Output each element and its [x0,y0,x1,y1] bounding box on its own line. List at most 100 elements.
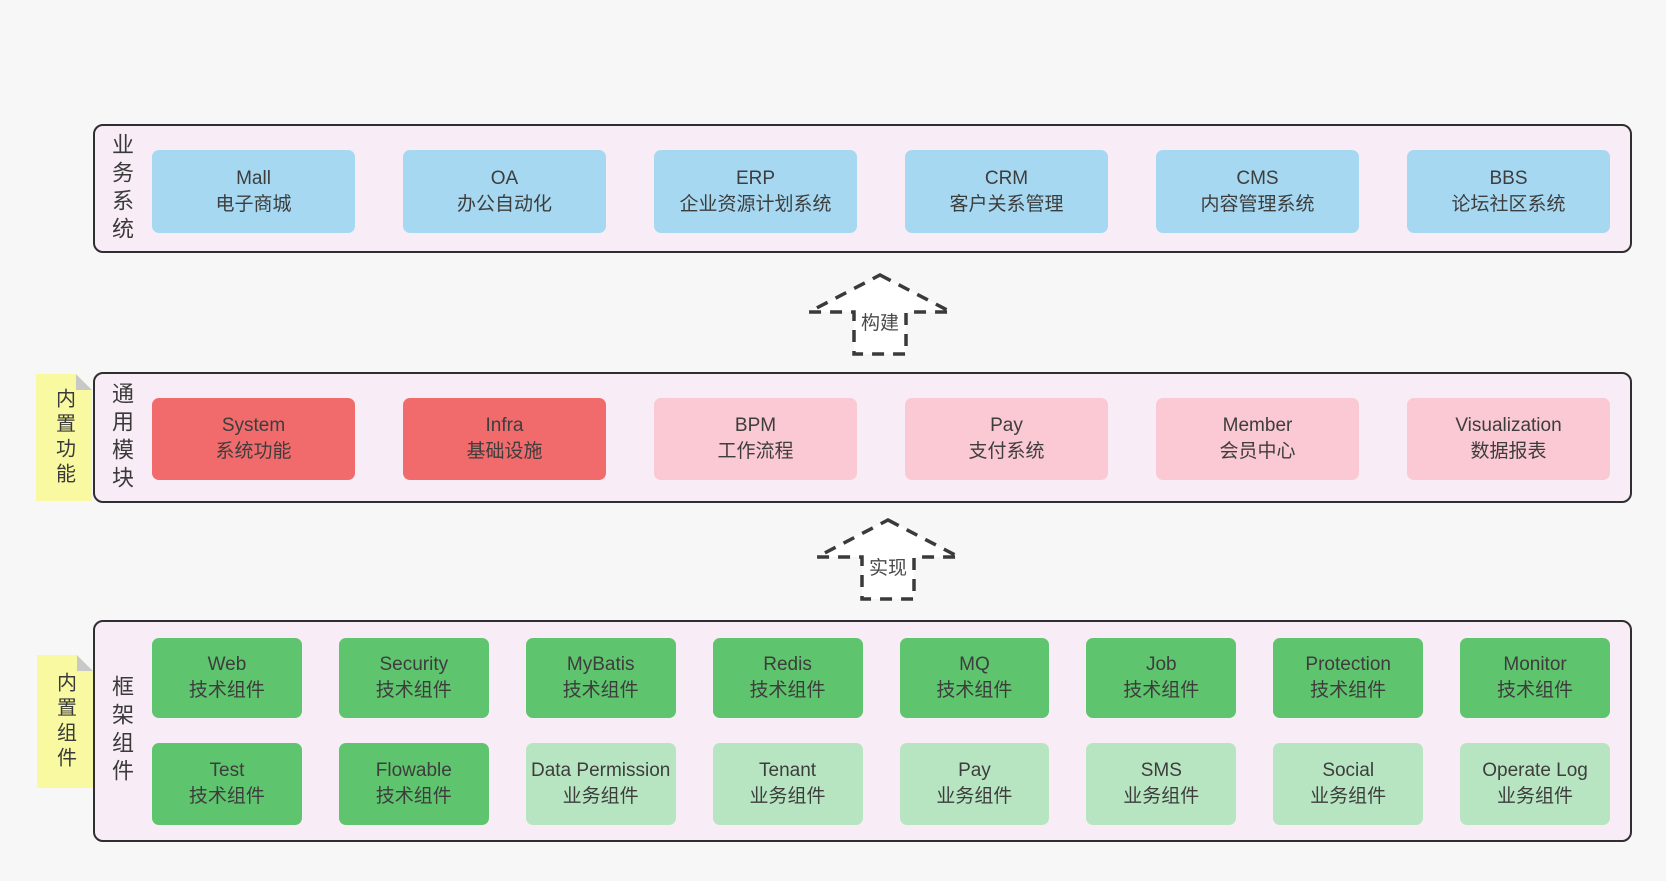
dashed-up-arrow-implement-icon: 实现 [816,518,960,601]
sticky-note-built-in-components: 内置组件 [37,655,93,788]
box-subtitle: 工作流程 [717,441,794,462]
box-title: Operate Log [1482,760,1588,782]
dashed-up-arrow-build-icon: 构建 [808,273,952,356]
box-job: Job 技术组件 [1086,638,1237,718]
box-subtitle: 技术组件 [188,786,265,807]
box-subtitle: 技术组件 [1310,680,1387,701]
box-monitor: Monitor 技术组件 [1460,638,1610,718]
box-subtitle: 业务组件 [1310,786,1387,807]
box-title: MyBatis [566,654,635,676]
box-subtitle: 技术组件 [375,786,452,807]
box-title: System [221,415,286,437]
sticky-label: 内置功能 [52,387,75,488]
band-business-systems: 业务系统 Mall 电子商城 OA 办公自动化 ERP 企业资源计划系统 CRM… [93,124,1632,253]
sticky-fold-icon [77,655,93,671]
arrow-implement-label: 实现 [869,557,907,579]
box-protection: Protection 技术组件 [1273,638,1424,718]
box-subtitle: 业务组件 [562,786,639,807]
box-title: Member [1222,415,1293,437]
box-mq: MQ 技术组件 [899,638,1050,718]
modules-box-row: System 系统功能 Infra 基础设施 BPM 工作流程 Pay 支付系统… [152,398,1610,480]
business-box-row: Mall 电子商城 OA 办公自动化 ERP 企业资源计划系统 CRM 客户关系… [152,150,1610,233]
components-box-row-2: Test 技术组件 Flowable 技术组件 Data Permission … [152,743,1610,825]
box-system: System 系统功能 [152,398,355,480]
box-title: BBS [1489,167,1528,189]
box-title: Protection [1305,654,1391,676]
box-oa: OA 办公自动化 [403,150,606,233]
box-subtitle: 企业资源计划系统 [679,193,832,215]
box-title: Tenant [759,760,817,782]
box-title: OA [490,167,519,189]
box-visualization: Visualization 数据报表 [1407,398,1610,480]
band-modules-label: 通用模块 [109,381,134,494]
components-box-row-1: Web 技术组件 Security 技术组件 MyBatis 技术组件 Redi… [152,638,1610,718]
box-bbs: BBS 论坛社区系统 [1407,150,1610,233]
box-title: SMS [1140,760,1182,782]
box-title: Test [209,760,245,782]
band-common-modules: 通用模块 System 系统功能 Infra 基础设施 BPM 工作流程 Pay… [93,372,1632,503]
box-subtitle: 论坛社区系统 [1451,193,1566,215]
box-subtitle: 技术组件 [1123,680,1200,701]
box-infra: Infra 基础设施 [403,398,606,480]
box-data-permission: Data Permission 业务组件 [525,743,676,825]
box-bpm: BPM 工作流程 [654,398,857,480]
sticky-note-built-in-features: 内置功能 [36,374,92,501]
box-test: Test 技术组件 [152,743,302,825]
sticky-label: 内置组件 [53,671,76,772]
box-operate-log: Operate Log 业务组件 [1460,743,1610,825]
box-title: Redis [763,654,812,676]
box-subtitle: 技术组件 [936,680,1013,701]
box-flowable: Flowable 技术组件 [338,743,489,825]
box-title: MQ [959,654,990,676]
box-title: Job [1145,654,1177,676]
box-subtitle: 客户关系管理 [949,193,1064,215]
box-subtitle: 业务组件 [936,786,1013,807]
box-tenant: Tenant 业务组件 [712,743,863,825]
box-subtitle: 技术组件 [749,680,826,701]
box-subtitle: 基础设施 [466,441,543,462]
sticky-fold-icon [76,374,92,390]
box-cms: CMS 内容管理系统 [1156,150,1359,233]
band-business-label: 业务系统 [109,132,134,245]
box-subtitle: 技术组件 [375,680,452,701]
box-sms: SMS 业务组件 [1086,743,1237,825]
box-mall: Mall 电子商城 [152,150,355,233]
box-title: Web [207,654,247,676]
box-social: Social 业务组件 [1273,743,1424,825]
box-title: Visualization [1455,415,1562,437]
box-title: Mall [236,167,271,189]
box-redis: Redis 技术组件 [712,638,863,718]
box-member: Member 会员中心 [1156,398,1359,480]
box-subtitle: 内容管理系统 [1200,193,1315,215]
box-web: Web 技术组件 [152,638,302,718]
box-crm: CRM 客户关系管理 [905,150,1108,233]
box-title: Pay [958,760,991,782]
box-title: Infra [485,415,524,437]
box-title: BPM [734,415,777,437]
box-subtitle: 电子商城 [215,193,292,215]
box-title: Flowable [375,760,452,782]
box-title: Pay [990,415,1023,437]
box-title: CMS [1236,167,1279,189]
box-title: Monitor [1503,654,1567,676]
box-subtitle: 技术组件 [1497,680,1574,701]
box-title: CRM [984,167,1029,189]
box-subtitle: 数据报表 [1470,441,1547,462]
box-pay-system: Pay 支付系统 [905,398,1108,480]
box-subtitle: 技术组件 [562,680,639,701]
box-subtitle: 技术组件 [188,680,265,701]
box-title: Security [379,654,449,676]
box-security: Security 技术组件 [338,638,489,718]
band-components-label: 框架组件 [109,675,134,787]
box-subtitle: 业务组件 [749,786,826,807]
box-pay-component: Pay 业务组件 [899,743,1050,825]
box-subtitle: 系统功能 [215,441,292,462]
box-subtitle: 办公自动化 [456,193,552,215]
box-title: Social [1322,760,1375,782]
band-framework-components: 框架组件 Web 技术组件 Security 技术组件 MyBatis 技术组件… [93,620,1632,842]
box-mybatis: MyBatis 技术组件 [525,638,676,718]
box-title: ERP [735,167,776,189]
box-title: Data Permission [530,760,671,782]
box-subtitle: 支付系统 [968,441,1045,462]
